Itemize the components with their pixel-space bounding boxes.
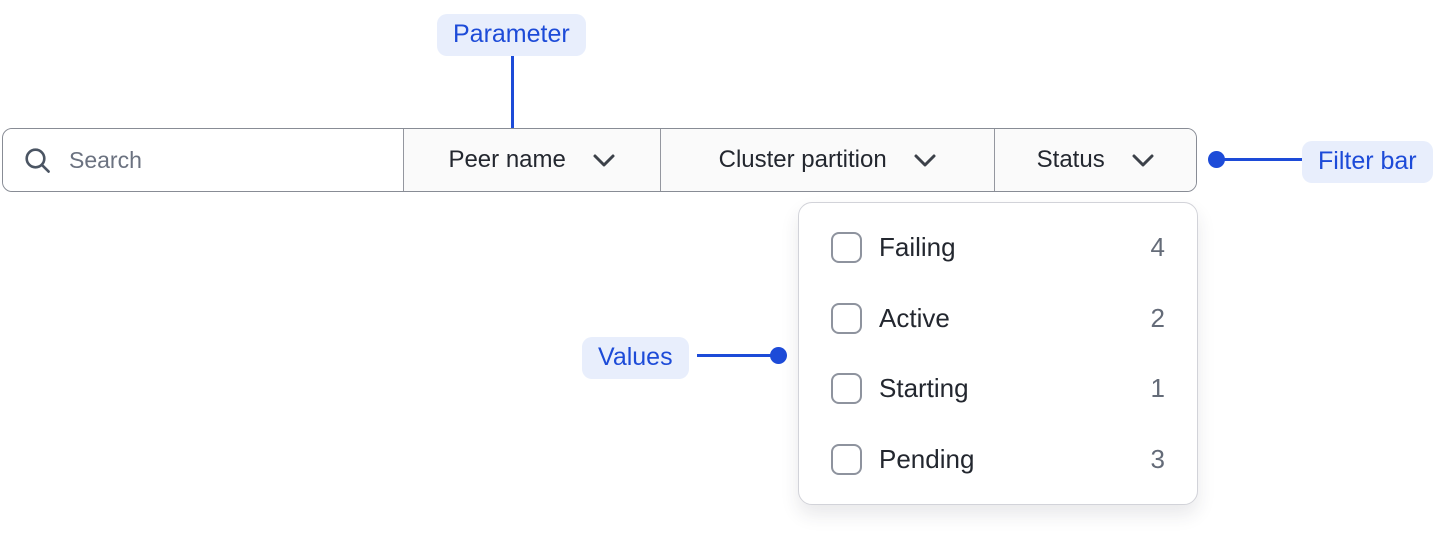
status-option-active-checkbox[interactable] [831, 302, 862, 334]
status-option-active[interactable]: Active 2 [799, 283, 1197, 354]
filter-bar-connector-dot [1208, 151, 1225, 168]
parameter-annotation-badge: Parameter [437, 14, 586, 56]
filter-bar-connector-line [1217, 158, 1303, 161]
status-option-count: 3 [1150, 444, 1165, 475]
search-input[interactable] [67, 145, 390, 175]
values-connector-line [697, 354, 773, 357]
status-option-failing[interactable]: Failing 4 [799, 212, 1197, 283]
status-dropdown-label: Status [1036, 146, 1105, 173]
status-option-count: 4 [1150, 231, 1165, 262]
search-icon [25, 147, 50, 173]
filter-bar-annotation-badge: Filter bar [1302, 141, 1433, 183]
values-connector-dot [770, 347, 787, 364]
status-dropdown[interactable]: Status [994, 129, 1196, 191]
peer-name-dropdown[interactable]: Peer name [403, 129, 660, 191]
status-option-label: Failing [879, 231, 956, 262]
search-field[interactable] [3, 129, 404, 191]
status-option-failing-checkbox[interactable] [831, 231, 862, 263]
status-option-pending-checkbox[interactable] [831, 444, 862, 476]
status-option-starting[interactable]: Starting 1 [799, 354, 1197, 425]
parameter-connector-line [511, 56, 514, 136]
status-option-label: Pending [879, 444, 975, 475]
cluster-partition-dropdown-label: Cluster partition [718, 146, 887, 173]
chevron-down-icon [914, 154, 936, 166]
peer-name-dropdown-label: Peer name [448, 146, 566, 173]
status-option-pending[interactable]: Pending 3 [799, 424, 1197, 495]
chevron-down-icon [1132, 154, 1154, 166]
status-option-label: Starting [879, 373, 969, 404]
status-option-starting-checkbox[interactable] [831, 373, 862, 405]
status-option-count: 1 [1150, 373, 1165, 404]
status-dropdown-menu: Failing 4 Active 2 Starting 1 Pending 3 [798, 202, 1198, 505]
chevron-down-icon [593, 154, 615, 166]
cluster-partition-dropdown[interactable]: Cluster partition [659, 129, 995, 191]
status-option-count: 2 [1150, 302, 1165, 333]
values-annotation-badge: Values [582, 337, 689, 379]
filter-bar: Peer name Cluster partition Status [2, 128, 1197, 192]
status-option-label: Active [879, 302, 950, 333]
